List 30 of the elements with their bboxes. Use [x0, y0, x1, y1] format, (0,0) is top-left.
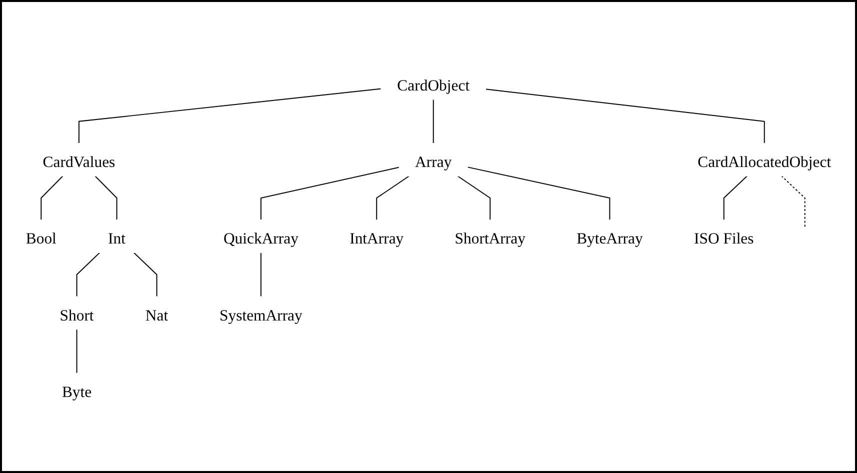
- node-text: Array: [415, 154, 452, 172]
- connector: [76, 252, 100, 298]
- connector: [94, 176, 118, 221]
- node-text: Bool: [26, 230, 56, 248]
- node-text: Short: [60, 307, 94, 324]
- node-text: Int: [108, 230, 126, 248]
- connector: [723, 176, 748, 221]
- node-text: Nat: [145, 307, 168, 324]
- connector: [78, 88, 382, 144]
- node-text: Byte: [62, 384, 92, 402]
- node-text: CardAllocatedObject: [698, 154, 832, 172]
- connector: [260, 166, 400, 221]
- connector: [485, 88, 765, 144]
- connector: [40, 176, 64, 221]
- connector: [376, 176, 410, 221]
- node-text: CardObject: [397, 78, 470, 95]
- node-text: IntArray: [350, 230, 404, 248]
- node-text: ShortArray: [454, 230, 526, 248]
- node-text: SystemArray: [220, 307, 302, 324]
- node-text: ByteArray: [576, 230, 643, 248]
- connector: [456, 176, 491, 221]
- connector: [432, 98, 434, 144]
- connector: [466, 166, 610, 221]
- node-text: QuickArray: [223, 230, 298, 248]
- connector: [260, 252, 262, 298]
- node-text: ISO Files: [694, 230, 754, 248]
- connector: [133, 252, 158, 298]
- connector: [781, 176, 806, 230]
- node-text: CardValues: [42, 154, 116, 172]
- connector: [76, 328, 78, 374]
